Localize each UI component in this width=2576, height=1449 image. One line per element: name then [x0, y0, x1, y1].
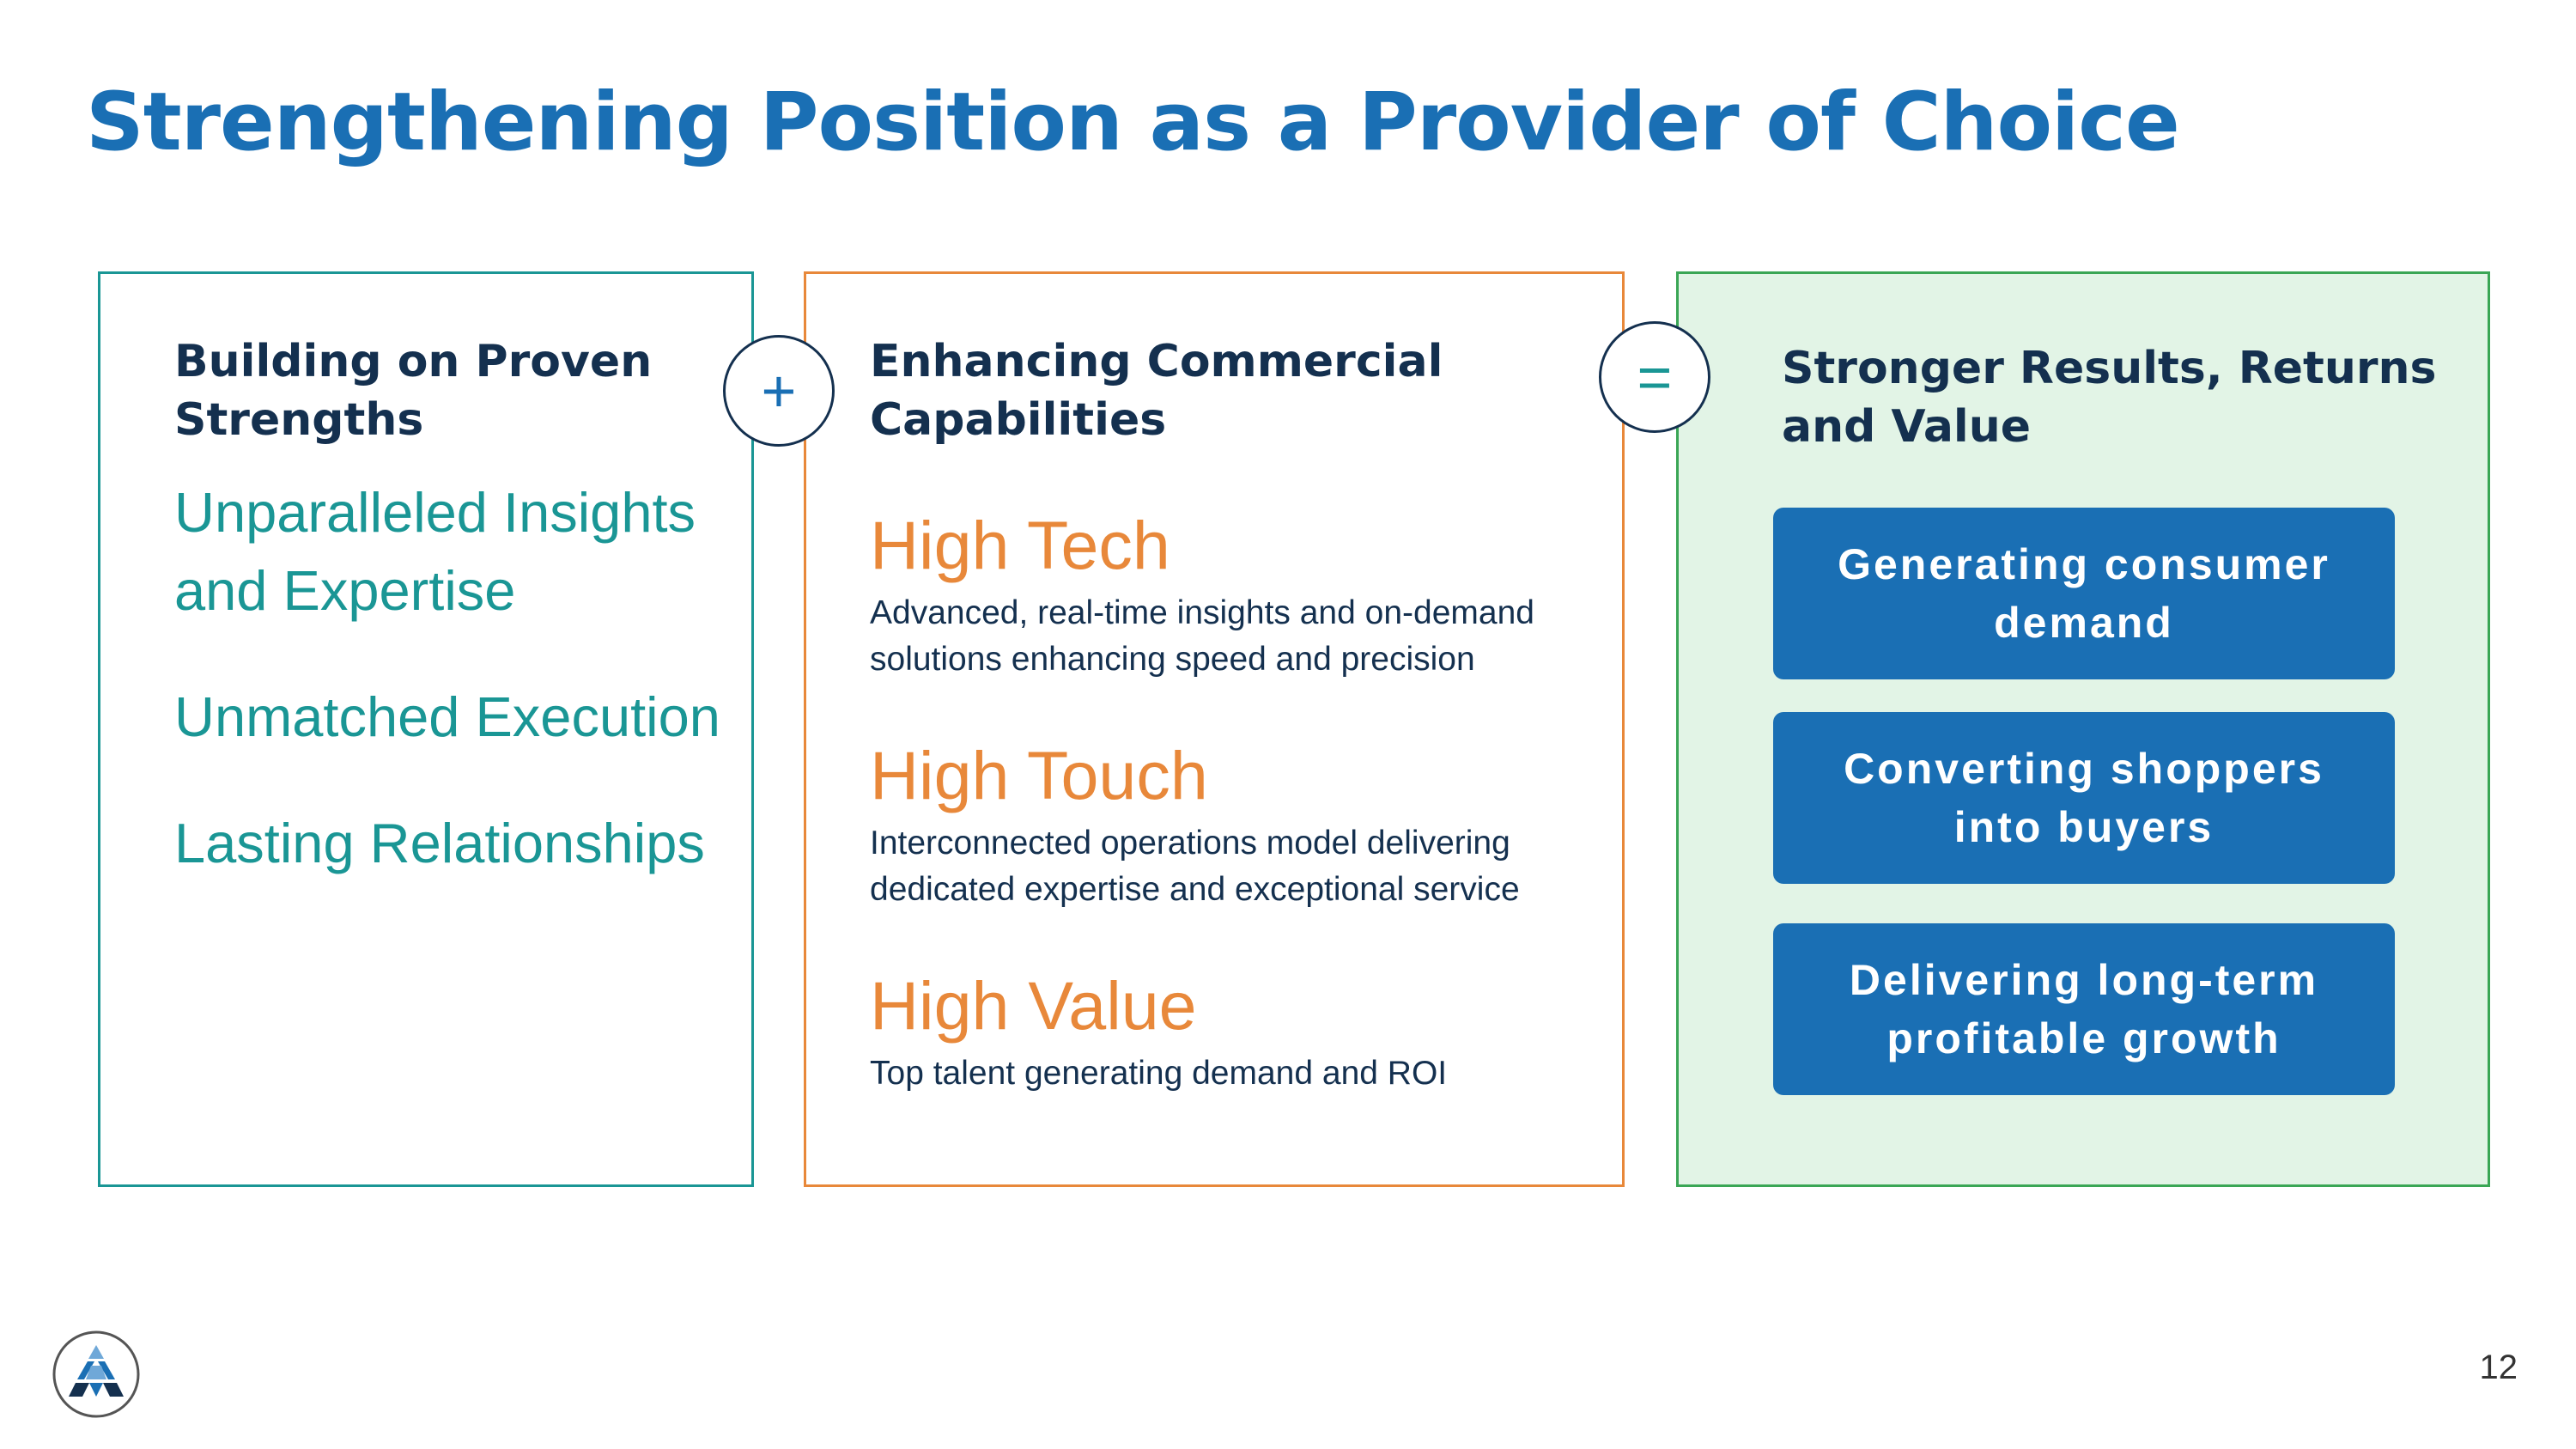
capability-high-touch: High Touch Interconnected operations mod… [870, 734, 1608, 913]
result-box: Delivering long-term profitable growth [1773, 923, 2395, 1095]
strength-item: Unmatched Execution [174, 685, 720, 748]
capability-title: High Touch [870, 737, 1208, 813]
capability-description: Advanced, real-time insights and on-dema… [870, 594, 1534, 678]
capability-title: High Tech [870, 507, 1170, 583]
strength-item: Unparalleled Insights and Expertise [174, 481, 696, 622]
strengths-list: Unparalleled Insights and Expertise Unma… [174, 473, 724, 930]
strengths-panel: Building on Proven Strengths Unparallele… [98, 271, 754, 1187]
capability-high-tech: High Tech Advanced, real-time insights a… [870, 504, 1608, 683]
result-box: Generating consumer demand [1773, 508, 2395, 679]
capability-high-value: High Value Top talent generating demand … [870, 965, 1608, 1097]
capabilities-heading: Enhancing Commercial Capabilities [870, 336, 1443, 446]
strength-item: Lasting Relationships [174, 812, 705, 874]
capability-title: High Value [870, 967, 1197, 1044]
triangle-mountain-logo-icon [52, 1330, 140, 1418]
results-heading: Stronger Results, Returns and Value [1782, 343, 2437, 453]
equals-icon: = [1599, 321, 1710, 433]
results-panel: Stronger Results, Returns and Value Gene… [1676, 271, 2490, 1187]
plus-icon: + [723, 335, 835, 447]
capabilities-panel: Enhancing Commercial Capabilities High T… [804, 271, 1625, 1187]
page-title: Strengthening Position as a Provider of … [86, 76, 2180, 169]
result-box: Converting shoppers into buyers [1773, 712, 2395, 884]
page-number: 12 [2479, 1349, 2518, 1386]
capability-description: Top talent generating demand and ROI [870, 1055, 1448, 1092]
strengths-heading: Building on Proven Strengths [174, 336, 653, 446]
capability-description: Interconnected operations model deliveri… [870, 825, 1520, 908]
